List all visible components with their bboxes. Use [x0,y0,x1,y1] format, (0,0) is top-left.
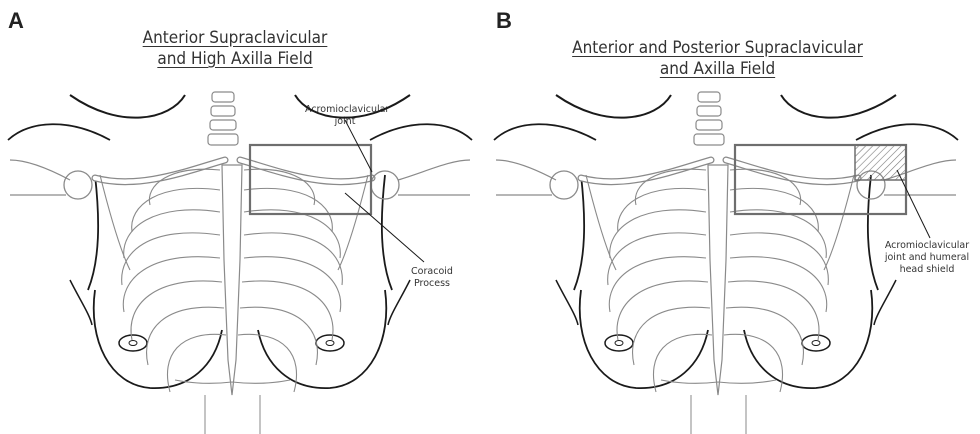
coracoid-leader-line [345,193,424,262]
humeral-head-shield [855,145,906,180]
panel-b-chest-drawing [494,92,958,434]
panel-a-chest-drawing [8,92,472,434]
shield-leader-line [897,170,930,238]
